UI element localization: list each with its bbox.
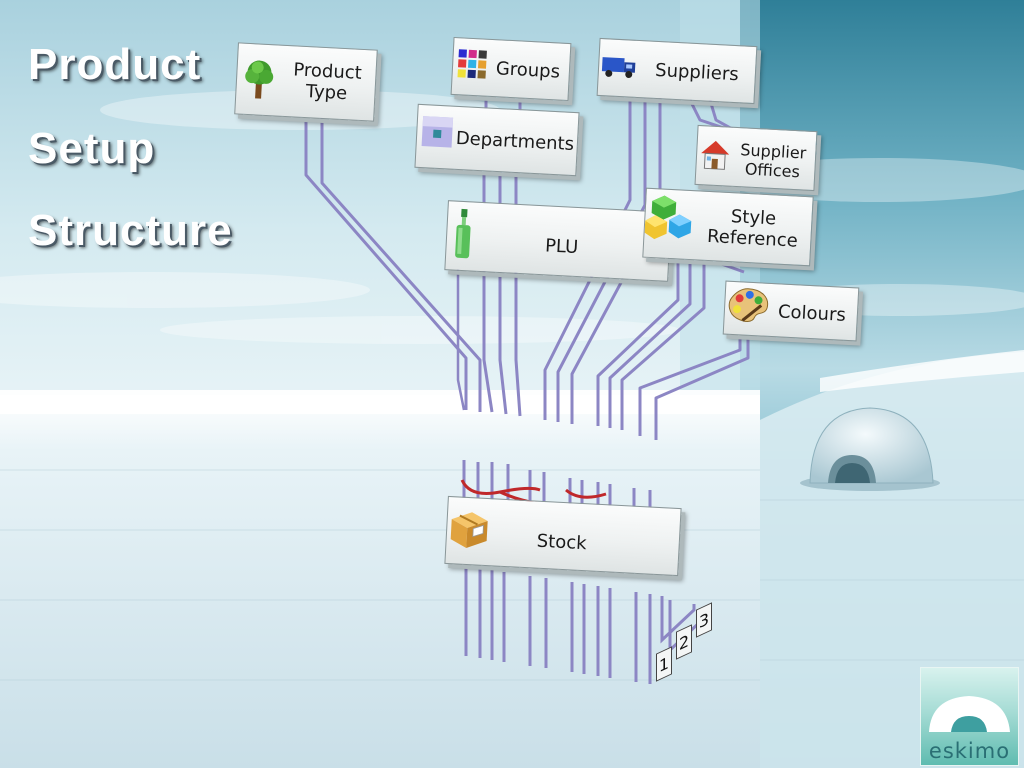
node-departments[interactable]: Departments — [414, 103, 580, 177]
node-label: Colours — [777, 301, 847, 326]
department-icon — [421, 116, 454, 148]
title-line-setup: Setup — [28, 124, 156, 173]
node-colours[interactable]: Colours — [722, 280, 860, 342]
node-label: Departments — [455, 127, 575, 156]
cubes-icon — [644, 195, 692, 240]
node-label: Type — [305, 81, 348, 105]
node-label: Offices — [744, 159, 801, 182]
node-plu[interactable]: PLU — [444, 200, 672, 282]
house-icon — [701, 140, 730, 170]
node-stock[interactable]: Stock — [444, 495, 682, 577]
palette-icon — [728, 288, 769, 322]
node-product-type[interactable]: Product Type — [234, 42, 378, 122]
node-label: Reference — [706, 225, 799, 252]
title-line-structure: Structure — [28, 206, 233, 255]
truck-icon — [601, 57, 636, 78]
node-suppliers[interactable]: Suppliers — [596, 37, 758, 105]
node-label: Suppliers — [654, 59, 740, 86]
tree-icon — [245, 60, 274, 99]
igloo-logo-icon — [929, 696, 1010, 732]
igloo-icon — [800, 407, 940, 491]
bottle-icon — [455, 208, 471, 259]
title-line-product: Product — [28, 40, 202, 89]
node-label: Groups — [495, 58, 561, 83]
node-label: PLU — [544, 235, 579, 259]
node-label: Stock — [536, 530, 588, 555]
node-style-reference[interactable]: Style Reference — [642, 187, 814, 267]
node-label: Product — [292, 59, 363, 84]
node-groups[interactable]: Groups — [450, 36, 572, 102]
box-icon — [450, 512, 488, 548]
node-supplier-offices[interactable]: Supplier Offices — [694, 124, 818, 192]
color-grid-icon — [457, 49, 487, 79]
logo-text: eskimo — [928, 739, 1011, 763]
eskimo-logo: eskimo — [920, 667, 1019, 766]
